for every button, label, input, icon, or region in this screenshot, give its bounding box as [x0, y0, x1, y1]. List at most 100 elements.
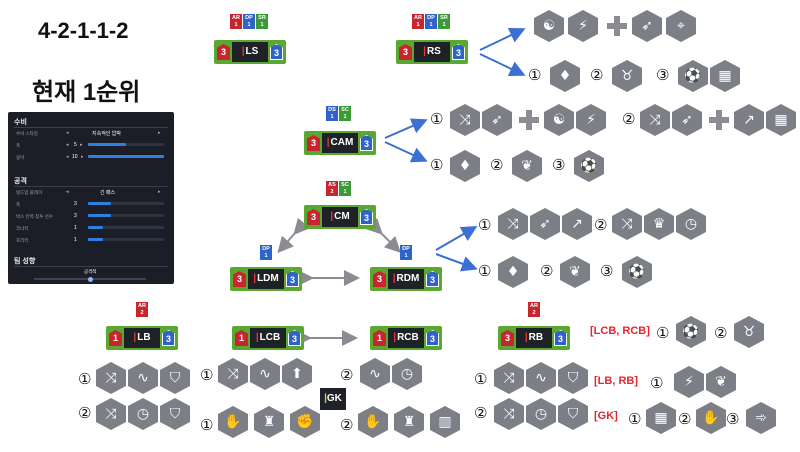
- position-card-lcb[interactable]: 1 |LCB 3: [232, 326, 304, 350]
- arrow-up-icon: ⬆: [282, 358, 312, 390]
- option-number: ①: [78, 370, 92, 388]
- corner-bar[interactable]: [88, 226, 164, 229]
- tower-icon: ♜: [394, 406, 424, 438]
- freekick-bar[interactable]: [88, 238, 164, 241]
- position-card-ldm[interactable]: 3 |LDM 3: [230, 267, 302, 291]
- bull-icon: ♉: [612, 60, 642, 92]
- left-rating: 1: [235, 330, 248, 346]
- position-card-rb[interactable]: 3 |RB 3: [498, 326, 570, 350]
- chevron-right-icon[interactable]: ▸: [158, 130, 161, 136]
- chevron-right-icon[interactable]: ▸: [81, 154, 84, 160]
- left-rating: 3: [307, 209, 320, 225]
- position-card-rcb[interactable]: 1 |RCB 3: [370, 326, 442, 350]
- position-name: |RCB: [388, 328, 424, 348]
- option-number: ②: [340, 366, 354, 384]
- width-value: 5: [74, 142, 77, 148]
- position-card-cam[interactable]: 3 |CAM 3: [304, 131, 376, 155]
- option-number: ②: [540, 262, 554, 280]
- plus-icon: [606, 15, 628, 37]
- option-number: ②: [622, 110, 636, 128]
- freekick-label: 프리킥: [16, 238, 29, 243]
- attack-width-bar[interactable]: [88, 202, 164, 205]
- ball-speed-icon: ⚽: [678, 60, 708, 92]
- position-card-lb[interactable]: 1 |LB 3: [106, 326, 178, 350]
- chevron-right-icon[interactable]: ▸: [158, 189, 161, 195]
- option-number: ②: [594, 216, 608, 234]
- arrow: [435, 225, 478, 251]
- rank-label: 현재 1순위: [32, 79, 141, 106]
- right-rating: 3: [360, 209, 373, 225]
- chevron-left-icon[interactable]: ◂: [66, 189, 69, 195]
- team-header: 팀 성향: [14, 258, 36, 265]
- chevron-left-icon[interactable]: ◂: [66, 154, 69, 160]
- divider: [14, 127, 168, 128]
- team-value: 공격적: [84, 269, 97, 274]
- glove-icon: ✋: [696, 402, 726, 434]
- arrow: [479, 27, 526, 51]
- chevron-left-icon[interactable]: ◂: [66, 130, 69, 136]
- option-number: ②: [678, 410, 692, 428]
- left-rating: 3: [501, 330, 514, 346]
- divider: [14, 266, 168, 267]
- box-players-label: 박스 안쪽 침투 선수: [16, 214, 53, 219]
- buildup-label: 빌드업 플레이: [16, 190, 43, 195]
- position-name: |CAM: [322, 133, 358, 153]
- goal-net-icon: ▦: [646, 402, 676, 434]
- stopwatch-icon: ◷: [128, 398, 158, 430]
- right-rating: 3: [286, 271, 299, 287]
- position-name: |RB: [516, 328, 552, 348]
- depth-value: 10: [72, 154, 78, 160]
- position-card-rs[interactable]: 3 |RS 3: [396, 40, 468, 64]
- defense-style-value: 지속적인 압박: [92, 131, 121, 137]
- freekick-value: 1: [74, 237, 77, 243]
- dribble-icon: ⤨: [96, 398, 126, 430]
- right-rating: 3: [554, 330, 567, 346]
- left-rating: 3: [217, 44, 230, 60]
- right-rating: 3: [360, 135, 373, 151]
- arrow: [277, 217, 310, 253]
- position-card-gk[interactable]: |GK: [320, 388, 346, 410]
- chevron-right-icon[interactable]: ▸: [80, 142, 83, 148]
- position-card-cm[interactable]: 3 |CM 3: [304, 205, 376, 229]
- chevron-left-icon[interactable]: ◂: [66, 142, 69, 148]
- buildup-value: 긴 패스: [100, 190, 116, 196]
- position-name: |LB: [124, 328, 160, 348]
- snake-icon: ∿: [250, 358, 280, 390]
- snake-icon: ∿: [128, 362, 158, 394]
- team-slider-knob[interactable]: [88, 276, 93, 282]
- snake-icon: ∿: [526, 362, 556, 394]
- position-name: |RDM: [388, 269, 424, 289]
- option-number: ②: [490, 156, 504, 174]
- glove-hand-icon: ✊: [290, 406, 320, 438]
- left-rating: 3: [373, 271, 386, 287]
- depth-bar[interactable]: [88, 155, 164, 158]
- attack-header: 공격: [14, 178, 27, 185]
- fence-icon: ▥: [430, 406, 460, 438]
- box-players-bar[interactable]: [88, 214, 164, 217]
- position-card-ls[interactable]: 3 |LS 3: [214, 40, 286, 64]
- option-number: ①: [200, 416, 214, 434]
- option-number: ①: [478, 262, 492, 280]
- position-card-rdm[interactable]: 3 |RDM 3: [370, 267, 442, 291]
- defense-style-label: 수비 스타일: [16, 131, 38, 136]
- width-label: 폭: [16, 143, 21, 148]
- tower-icon: ♜: [254, 406, 284, 438]
- option-number: ①: [650, 374, 664, 392]
- position-name: |LS: [232, 42, 268, 62]
- width-bar[interactable]: [88, 143, 164, 146]
- corner-value: 1: [74, 225, 77, 231]
- glove-icon: ✋: [218, 406, 248, 438]
- option-number: ②: [340, 416, 354, 434]
